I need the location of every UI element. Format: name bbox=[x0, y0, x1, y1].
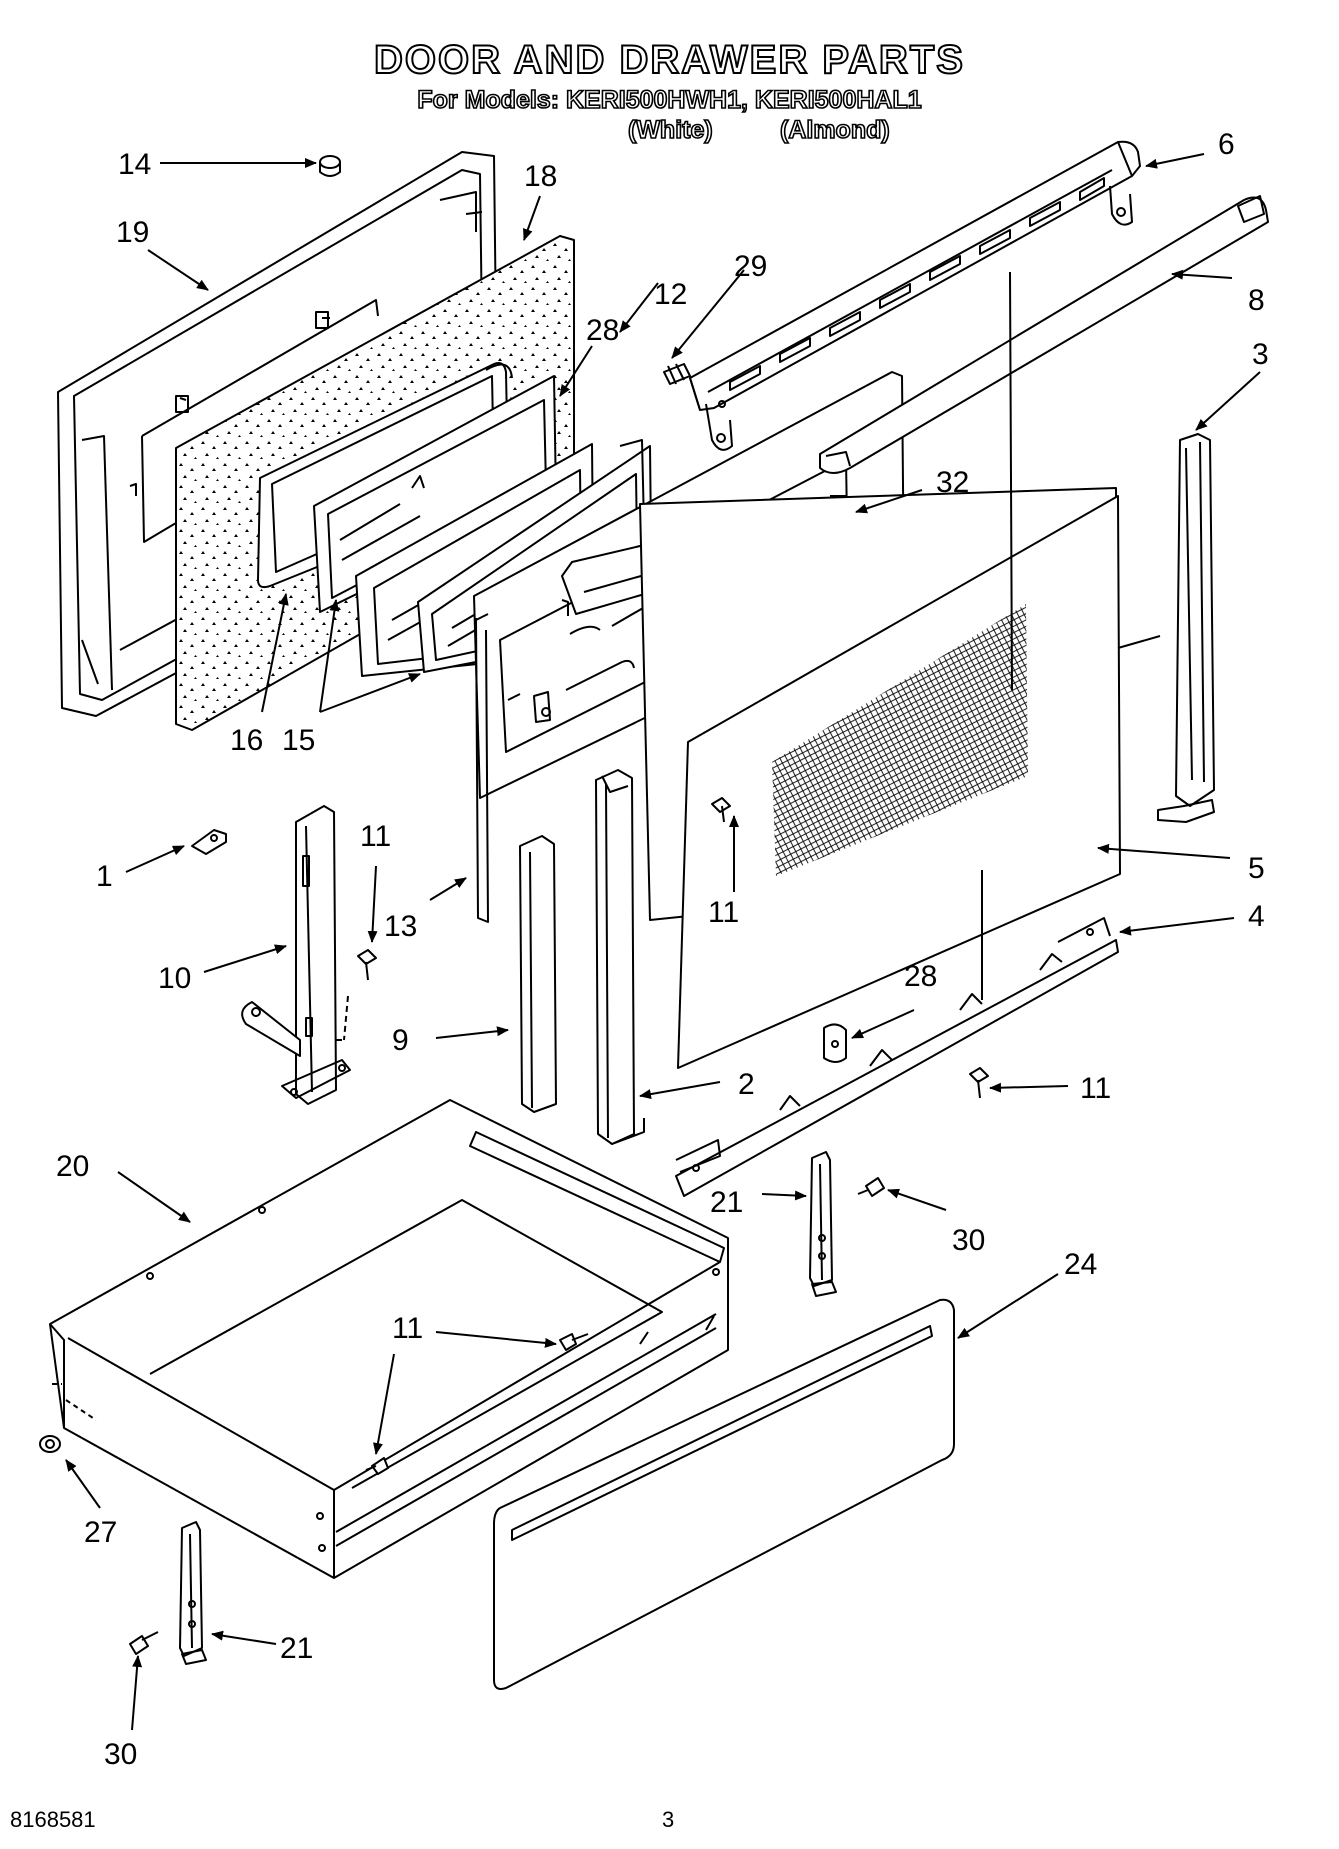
callout-11: 11 bbox=[360, 820, 391, 853]
color-almond-label: (Almond) bbox=[779, 115, 890, 145]
callout-32: 32 bbox=[936, 466, 969, 499]
part-21-slide-right bbox=[809, 1151, 837, 1297]
model-numbers: For Models: KERI500HWH1, KERI500HAL1 bbox=[417, 85, 923, 115]
callout-4: 4 bbox=[1248, 900, 1265, 933]
part-11-screws bbox=[357, 797, 989, 1475]
part-5-outer-glass bbox=[639, 271, 1161, 1069]
part-9-vent-channel bbox=[519, 835, 557, 1113]
callout-21: 21 bbox=[710, 1186, 743, 1219]
callout-30: 30 bbox=[952, 1224, 985, 1257]
callout-30: 30 bbox=[104, 1738, 137, 1771]
page-number: 3 bbox=[662, 1807, 675, 1832]
callout-12: 12 bbox=[654, 278, 687, 311]
part-30-screws bbox=[129, 1177, 885, 1655]
callout-2: 2 bbox=[738, 1068, 755, 1101]
part-13-inner-liner bbox=[475, 613, 489, 923]
callout-16: 16 bbox=[230, 724, 263, 757]
part-28-clip bbox=[823, 1023, 847, 1063]
callout-11: 11 bbox=[392, 1312, 423, 1345]
callout-15: 15 bbox=[282, 724, 315, 757]
part-20-drawer bbox=[49, 1099, 729, 1579]
callout-3: 3 bbox=[1252, 338, 1269, 371]
callout-18: 18 bbox=[524, 160, 557, 193]
callout-28: 28 bbox=[586, 314, 619, 347]
callout-24: 24 bbox=[1064, 1248, 1097, 1281]
part-14-bumper bbox=[319, 155, 341, 177]
leader-lines bbox=[65, 153, 1261, 1731]
callout-10: 10 bbox=[158, 962, 191, 995]
callout-19: 19 bbox=[116, 216, 149, 249]
callout-29: 29 bbox=[734, 250, 767, 283]
part-8-handle bbox=[819, 195, 1269, 474]
callout-28: 28 bbox=[904, 960, 937, 993]
callout-5: 5 bbox=[1248, 852, 1265, 885]
part-2-center-channel bbox=[595, 769, 645, 1145]
part-27-bumper bbox=[39, 1435, 61, 1453]
callout-numbers: 14 19 18 29 12 28 6 8 3 32 16 15 11 11 5… bbox=[56, 128, 1269, 1771]
callout-11: 11 bbox=[708, 896, 739, 929]
callout-6: 6 bbox=[1218, 128, 1235, 161]
callout-9: 9 bbox=[392, 1024, 409, 1057]
part-21-slide-left bbox=[179, 1521, 207, 1665]
document-number: 8168581 bbox=[10, 1807, 96, 1832]
part-24-drawer-front bbox=[493, 1298, 955, 1690]
part-1-clip bbox=[191, 829, 227, 855]
part-6-control-trim bbox=[689, 140, 1141, 451]
callout-27: 27 bbox=[84, 1516, 117, 1549]
part-29-screw bbox=[663, 363, 691, 385]
part-10-left-hinge bbox=[241, 805, 351, 1105]
part-3-side-trim bbox=[1157, 433, 1215, 823]
callout-21: 21 bbox=[280, 1632, 313, 1665]
callout-8: 8 bbox=[1248, 284, 1265, 317]
callout-20: 20 bbox=[56, 1150, 89, 1183]
callout-13: 13 bbox=[384, 910, 417, 943]
part-4-bottom-trim bbox=[675, 917, 1119, 1197]
page-title: DOOR AND DRAWER PARTS bbox=[373, 37, 965, 83]
callout-1: 1 bbox=[96, 860, 113, 893]
callout-11: 11 bbox=[1080, 1072, 1111, 1105]
color-white-label: (White) bbox=[627, 115, 713, 145]
callout-14: 14 bbox=[118, 148, 151, 181]
